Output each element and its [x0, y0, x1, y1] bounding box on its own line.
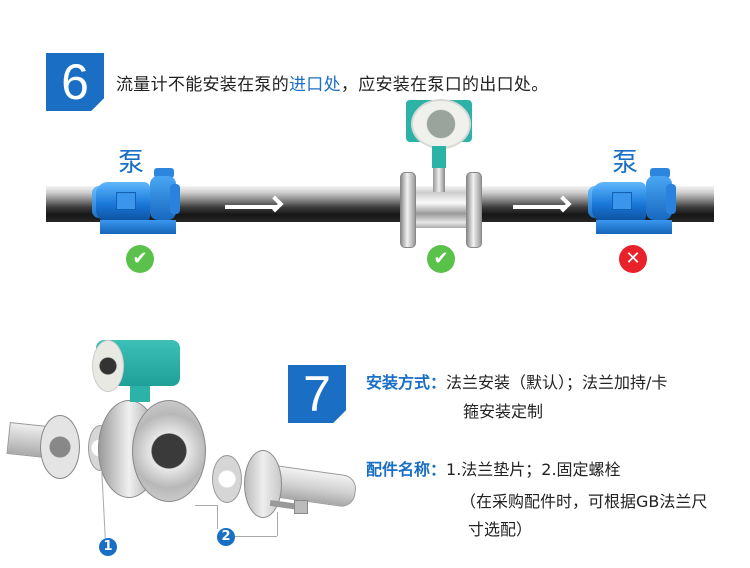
bolt-head — [294, 500, 308, 514]
meter-neck — [130, 384, 150, 402]
pump-illustration-left — [92, 168, 182, 236]
flowmeter-tube — [408, 192, 472, 228]
flow-arrow-icon — [513, 205, 567, 209]
accessories-label: 配件名称： — [366, 460, 447, 479]
step-6-headline: 流量计不能安装在泵的进口处，应安装在泵口的出口处。 — [116, 70, 549, 95]
flowmeter-neck — [432, 146, 446, 168]
accessories-text-line3: 寸选配） — [468, 520, 533, 539]
leader-line-2d — [277, 512, 278, 536]
accessories-text-line1: 1.法兰垫片；2.固定螺栓 — [446, 460, 621, 479]
flow-arrow-icon — [225, 205, 279, 209]
check-circle-icon: ✔ — [427, 245, 455, 273]
callout-badge-2: 2 — [217, 528, 235, 546]
outlet-flange — [244, 450, 282, 518]
headline-highlight-inlet: 进口处 — [289, 75, 341, 95]
step-6-badge: 6 — [46, 53, 104, 111]
pump-label-right: 泵 — [612, 148, 639, 178]
flowmeter-flange-right — [466, 172, 482, 248]
install-method-row: 安装方式：法兰安装（默认）；法兰加持/卡 — [366, 369, 667, 393]
callout-badge-1: 1 — [99, 538, 117, 556]
leader-line-2a — [195, 505, 217, 506]
leader-line-2c — [235, 536, 277, 537]
headline-suffix: ，应安装在泵口的出口处。 — [340, 75, 549, 95]
meter-flange — [132, 400, 206, 502]
inlet-flange — [40, 415, 80, 479]
headline-prefix: 流量计不能安装在泵的 — [116, 75, 289, 95]
flowmeter-flange-left — [400, 172, 416, 248]
install-method-label: 安装方式： — [366, 373, 447, 392]
leader-line-2b — [217, 505, 218, 529]
meter-display-cap — [92, 340, 124, 392]
check-circle-icon: ✔ — [126, 245, 154, 273]
step-7-badge: 7 — [288, 365, 346, 423]
pump-label-left: 泵 — [118, 148, 145, 178]
x-circle-icon: ✕ — [619, 245, 647, 273]
accessories-row: 配件名称：1.法兰垫片；2.固定螺栓 — [366, 456, 621, 480]
pump-illustration-right — [588, 168, 678, 236]
install-method-text-line2: 箍安装定制 — [463, 402, 544, 421]
gasket-2 — [212, 455, 242, 503]
flowmeter-stem — [433, 168, 445, 196]
install-method-text-line1: 法兰安装（默认）；法兰加持/卡 — [446, 373, 668, 392]
flowmeter-display — [411, 99, 471, 149]
accessories-text-line2: （在采购配件时，可根据GB法兰尺 — [460, 492, 708, 511]
